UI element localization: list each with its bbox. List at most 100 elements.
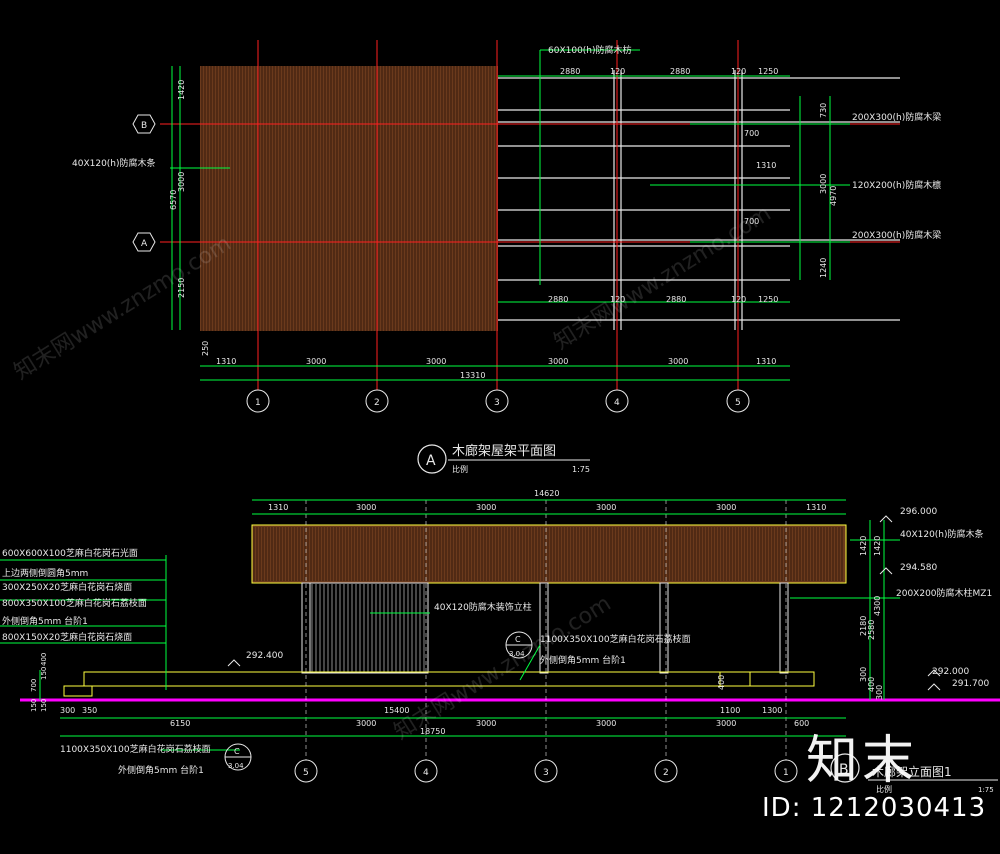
elev-right-label-tiao: 40X120(h)防腐木条 <box>900 528 984 540</box>
plan-right-dim-3: 1240 <box>819 258 828 278</box>
elev-col-label-5: 1 <box>783 768 789 778</box>
plan-axis-dim-6: 1310 <box>756 357 776 366</box>
plan-view: 2880 120 2880 120 1250 2880 120 2880 120… <box>72 40 941 474</box>
elev-left-label-3: 300X250X20芝麻白花岗石烧面 <box>2 581 132 593</box>
elev-bottom-dim-7: 600 <box>794 719 809 728</box>
plan-title-circle: A <box>426 453 436 469</box>
elev-platform <box>63 671 815 697</box>
elev-top-dim-1: 1310 <box>268 503 288 512</box>
elev-stud-wall <box>309 582 429 674</box>
elev-top-dim-3: 3000 <box>476 503 496 512</box>
elev-left-label-1: 600X600X100芝麻白花岗石光面 <box>2 547 138 559</box>
plan-dimension-lines <box>170 49 850 381</box>
elev-col-label-4: 2 <box>663 768 669 778</box>
plan-label-liang-mid: 120X200(h)防腐木檩 <box>852 179 941 191</box>
plan-scale-value: 1:75 <box>572 465 590 474</box>
elev-level-5: 291.700 <box>952 679 989 689</box>
plan-bottom-dim-4: 120 <box>731 295 746 304</box>
elev-columns <box>301 582 789 674</box>
elev-left-dim-1: 700 <box>30 679 38 692</box>
elev-top-dim-5: 3000 <box>716 503 736 512</box>
elev-dimension-lines <box>0 499 900 751</box>
elev-callout-bottom-top: C <box>234 747 240 756</box>
elev-center-label-chamfer: 外侧倒角5mm 台阶1 <box>540 654 626 666</box>
elev-right-dim-1: 1420 <box>859 536 868 556</box>
elev-left-label-4: 800X350X100芝麻白花岗石荔枝面 <box>2 597 147 609</box>
elev-right-dim-4: 2180 <box>859 616 868 636</box>
elev-right-dim-3: 4300 <box>873 596 882 616</box>
plan-left-dim-1: 1420 <box>177 80 186 100</box>
elev-right-dim-6: 300 <box>859 667 868 682</box>
elev-callout-center-bottom: 3.04 <box>509 650 525 658</box>
plan-top-dim-1: 2880 <box>560 67 580 76</box>
elev-grid-axes <box>305 500 787 760</box>
plan-top-dim-3: 2880 <box>670 67 690 76</box>
elev-title-block: B 木廊架立面图1 比例 1:75 <box>830 753 998 794</box>
plan-right-dim-2: 3000 <box>819 174 828 194</box>
plan-axis-dim-5: 3000 <box>668 357 688 366</box>
elev-right-dim-7: 400 <box>867 677 876 692</box>
elev-top-dim-2: 3000 <box>356 503 376 512</box>
plan-left-total: 6570 <box>169 190 178 210</box>
elev-right-dim-2: 1420 <box>873 536 882 556</box>
plan-row-label-a: A <box>141 239 148 249</box>
elev-title-circle: B <box>839 762 849 778</box>
elev-col-label-1: 5 <box>303 768 309 778</box>
plan-col-label-5: 5 <box>735 398 741 408</box>
plan-right-small-3: 700 <box>744 217 759 226</box>
elev-title: 木廊架立面图1 <box>872 764 952 779</box>
elev-roof-band <box>251 524 847 584</box>
plan-axis-dim-1: 1310 <box>216 357 236 366</box>
plan-bottom-dim-1: 2880 <box>548 295 568 304</box>
plan-right-dim-1: 730 <box>819 103 828 118</box>
elev-top-dim-6: 1310 <box>806 503 826 512</box>
elev-bottom-dim-1: 300 <box>60 706 75 715</box>
elev-mid-dim: 400 <box>717 675 726 690</box>
plan-row-bubble-b: B <box>132 114 156 134</box>
elev-right-dim-8: 300 <box>875 685 884 700</box>
plan-beam-frame <box>498 70 900 330</box>
elev-left-label-5: 外侧倒角5mm 台阶1 <box>2 615 88 627</box>
elev-callout-bottom: C 3.04 <box>224 743 252 771</box>
elev-level-4: 292.000 <box>932 667 969 677</box>
plan-top-dim-2: 120 <box>610 67 625 76</box>
plan-row-label-b: B <box>141 121 147 131</box>
elev-level-1: 296.000 <box>900 507 937 517</box>
elev-center-label-zhuangshi: 40X120防腐木装饰立柱 <box>434 601 532 613</box>
elev-left-dim-4: 400 <box>40 653 48 666</box>
elev-level-markers <box>227 515 941 691</box>
plan-col-label-3: 3 <box>494 398 500 408</box>
elev-col-bubbles <box>294 759 798 783</box>
plan-axis-dim-4: 3000 <box>548 357 568 366</box>
elev-bottom2-dim-4: 3000 <box>716 719 736 728</box>
plan-slat-lines <box>201 66 497 331</box>
plan-right-small-2: 1310 <box>756 161 776 170</box>
elev-callout-center: C 3.04 <box>505 631 533 659</box>
elev-left-dim-5: 150 <box>30 699 38 712</box>
plan-left-dim-2: 3000 <box>177 172 186 192</box>
elev-bottom-dim-4: 15400 <box>384 706 409 715</box>
plan-label-tiao: 40X120(h)防腐木条 <box>72 157 156 169</box>
elev-top-total: 14620 <box>534 489 559 498</box>
elev-callout-center-top: C <box>515 635 521 644</box>
elev-level-2: 294.580 <box>900 563 937 573</box>
elev-bottom-dim-2: 350 <box>82 706 97 715</box>
plan-right-small-1: 700 <box>744 129 759 138</box>
elev-left-label-6: 800X150X20芝麻白花岗石烧面 <box>2 631 132 643</box>
plan-label-liang2: 200X300(h)防腐木梁 <box>852 229 941 241</box>
elev-center-label-step: 1100X350X100芝麻白花岗石荔枝面 <box>540 633 691 645</box>
elev-right-label-zhu: 200X200防腐木柱MZ1 <box>896 587 992 599</box>
elev-stud-lines <box>311 584 425 672</box>
plan-axis-dim-2: 3000 <box>306 357 326 366</box>
watermark-logo: 知末 <box>806 731 919 791</box>
plan-total-dim: 13310 <box>460 371 485 380</box>
elev-level-3: 292.400 <box>246 651 283 661</box>
elev-col-label-2: 4 <box>423 768 429 778</box>
elev-bottom-dim-3: 6150 <box>170 719 190 728</box>
plan-label-liang1: 200X300(h)防腐木梁 <box>852 111 941 123</box>
elev-roof-lines <box>253 527 843 581</box>
plan-top-dim-4: 120 <box>731 67 746 76</box>
elevation-view: 296.000 294.580 292.400 292.000 291.700 … <box>0 489 1000 794</box>
